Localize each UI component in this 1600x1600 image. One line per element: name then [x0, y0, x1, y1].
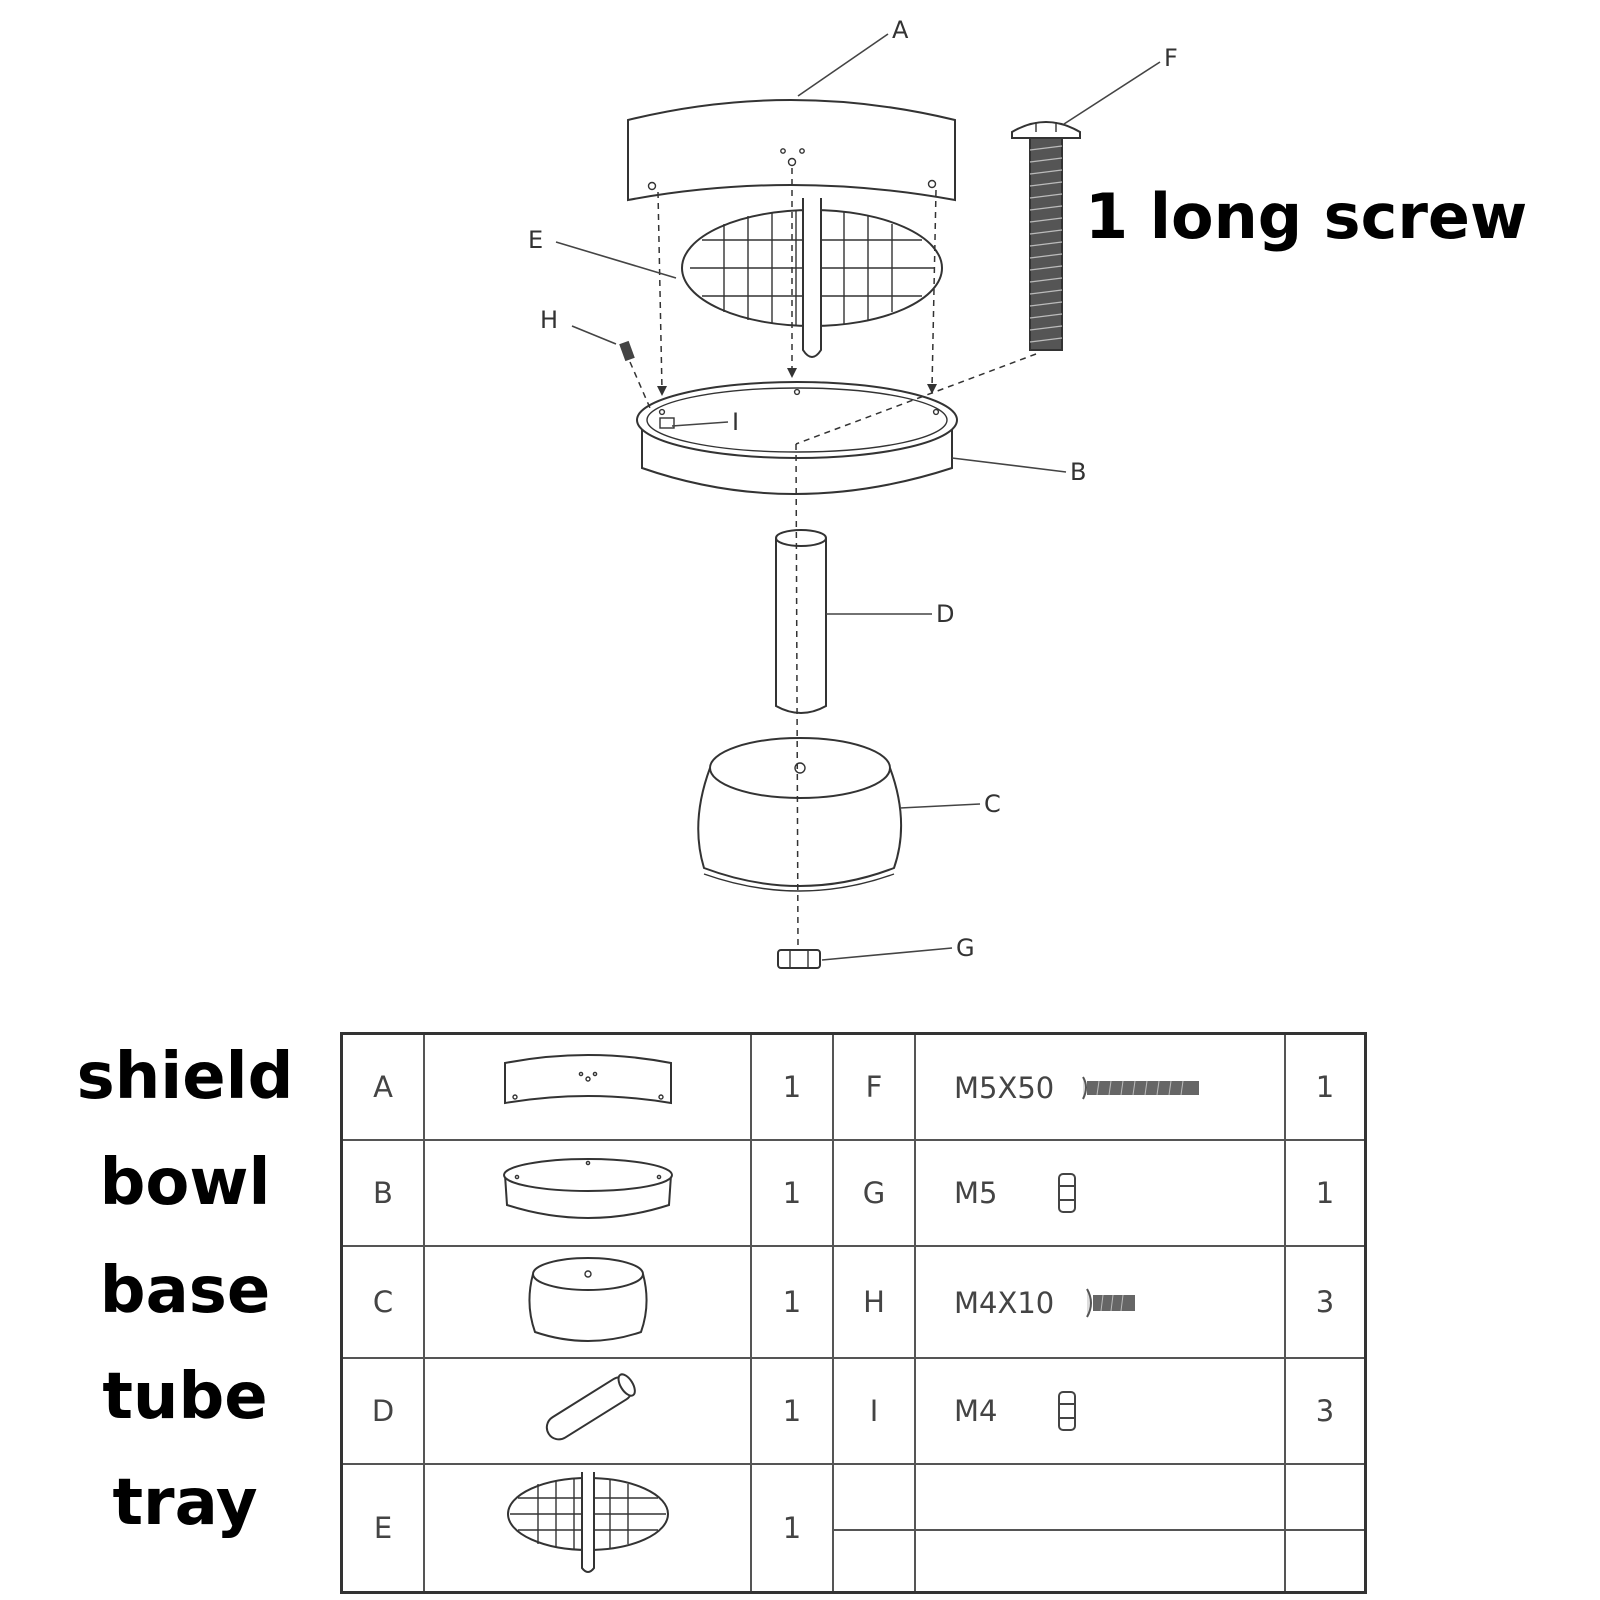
- part-letter: A: [340, 1032, 425, 1141]
- callout-e: E: [528, 226, 543, 254]
- callout-g: G: [956, 934, 975, 962]
- short-screw-icon: [1086, 1288, 1136, 1317]
- table-row: C 1 H M4X10 3: [340, 1245, 1367, 1359]
- hardware-spec: M5: [914, 1139, 1286, 1247]
- hardware-qty: 1: [1284, 1032, 1367, 1141]
- part-picture: [423, 1463, 752, 1593]
- nut-icon: [1057, 1173, 1076, 1213]
- hardware-spec: M5X50: [914, 1032, 1286, 1141]
- part-picture: [423, 1357, 752, 1465]
- tube-icon: [545, 1372, 636, 1440]
- shield-icon: [503, 1053, 672, 1104]
- nut-part: [777, 949, 821, 969]
- tray-part: [681, 198, 943, 358]
- bowl-part: [636, 381, 958, 495]
- long-screw-note: 1 long screw: [1085, 180, 1528, 253]
- part-letter: D: [340, 1357, 425, 1465]
- callout-b: B: [1070, 458, 1086, 486]
- part-letter: B: [340, 1139, 425, 1247]
- hardware-qty: 3: [1284, 1357, 1367, 1465]
- part-name-base: base: [99, 1254, 271, 1328]
- bowl-icon: [502, 1157, 673, 1219]
- hardware-qty: 1: [1284, 1139, 1367, 1247]
- part-letter: E: [340, 1463, 425, 1593]
- callout-i: I: [732, 408, 739, 436]
- table-row: D 1 I M4 3: [340, 1357, 1367, 1465]
- tray-icon: [506, 1472, 669, 1574]
- part-qty: 1: [750, 1357, 834, 1465]
- part-name-tray: tray: [112, 1466, 258, 1540]
- callout-f: F: [1164, 44, 1178, 72]
- part-qty: 1: [750, 1139, 834, 1247]
- hardware-letter: F: [832, 1032, 916, 1141]
- part-name-bowl: bowl: [99, 1146, 271, 1220]
- part-qty: 1: [750, 1032, 834, 1141]
- hardware-qty: [1284, 1463, 1367, 1593]
- hardware-spec-text: M5: [954, 1176, 998, 1210]
- long-screw-icon: [1082, 1076, 1200, 1100]
- hardware-spec-text: M5X50: [954, 1071, 1055, 1105]
- part-letter: C: [340, 1245, 425, 1359]
- callout-h: H: [540, 306, 558, 334]
- callout-d: D: [936, 600, 954, 628]
- hardware-spec-text: M4: [954, 1394, 998, 1428]
- part-picture: [423, 1032, 752, 1141]
- nut-icon: [1057, 1391, 1076, 1431]
- tube-part: [775, 529, 827, 714]
- part-name-tube: tube: [102, 1360, 268, 1434]
- hardware-spec: M4X10: [914, 1245, 1286, 1359]
- hardware-letter: H: [832, 1245, 916, 1359]
- callout-a: A: [892, 16, 909, 44]
- small-screw-part: [619, 340, 635, 362]
- leader-lines: [555, 33, 1161, 961]
- table-row: B 1 G M5 1: [340, 1139, 1367, 1247]
- part-picture: [423, 1139, 752, 1247]
- callout-c: C: [984, 790, 1001, 818]
- hardware-spec: [914, 1463, 1286, 1593]
- hardware-letter: G: [832, 1139, 916, 1247]
- hardware-letter: [832, 1463, 916, 1593]
- shield-part: [627, 99, 956, 202]
- part-picture: [423, 1245, 752, 1359]
- long-screw-part: [1011, 121, 1081, 351]
- hardware-letter: I: [832, 1357, 916, 1465]
- base-icon: [528, 1256, 647, 1342]
- parts-table: A 1 F M5X50 1 B: [340, 1032, 1367, 1594]
- hardware-spec-text: M4X10: [954, 1285, 1055, 1320]
- table-row: E 1: [340, 1463, 1367, 1593]
- table-row: A 1 F M5X50 1: [340, 1032, 1367, 1141]
- part-qty: 1: [750, 1245, 834, 1359]
- part-name-shield: shield: [76, 1040, 294, 1114]
- base-part: [697, 737, 903, 892]
- part-qty: 1: [750, 1463, 834, 1593]
- hardware-qty: 3: [1284, 1245, 1367, 1359]
- exploded-assembly-diagram: A F E H I B D C G: [528, 16, 1178, 969]
- hardware-spec: M4: [914, 1357, 1286, 1465]
- assembly-guide-lines: [629, 168, 1037, 949]
